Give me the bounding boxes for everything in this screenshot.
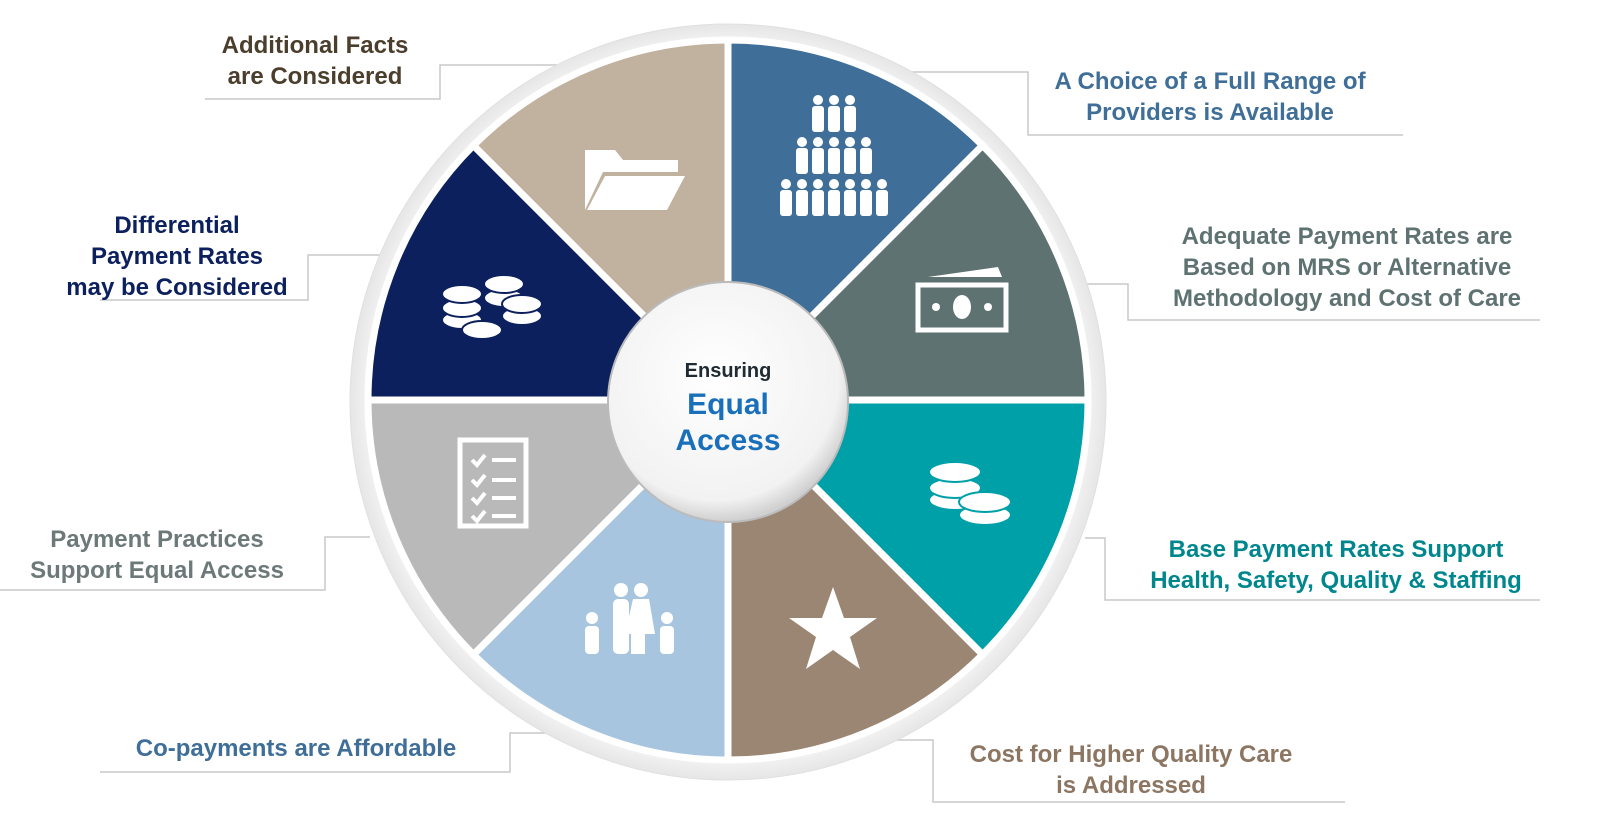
label-additional-facts: Additional Facts are Considered — [222, 30, 409, 92]
star-icon — [789, 587, 877, 669]
label-line: may be Considered — [66, 274, 288, 301]
label-line: Health, Safety, Quality & Staffing — [1150, 567, 1522, 594]
label-line: Adequate Payment Rates are — [1181, 223, 1513, 250]
connector-differential — [100, 254, 385, 301]
label-line: Based on MRS or Alternative — [1182, 254, 1512, 281]
center-title: Ensuring Equal Access — [675, 360, 780, 459]
label-line: Base Payment Rates Support — [1168, 536, 1504, 563]
checklist-icon — [457, 437, 529, 529]
label-line: is Addressed — [1056, 772, 1206, 799]
center-line3: Access — [675, 424, 781, 457]
label-line: Payment Rates — [90, 243, 264, 270]
center-line2: Equal — [687, 388, 769, 421]
money-bill-icon — [915, 267, 1009, 333]
label-line: Payment Practices — [50, 526, 264, 553]
label-line: Support Equal Access — [30, 557, 284, 584]
label-line: A Choice of a Full Range of — [1054, 68, 1366, 95]
label-choice-of-providers: A Choice of a Full Range of Providers is … — [1054, 66, 1365, 128]
label-line: Differential — [114, 212, 240, 239]
label-line: Co-payments are Affordable — [135, 735, 457, 762]
label-co-payments: Co-payments are Affordable — [136, 733, 457, 764]
connector-lines — [0, 64, 1540, 803]
connector-cost — [895, 739, 1345, 803]
connector-copay — [100, 732, 560, 773]
icons — [441, 95, 1012, 669]
people-pyramid-icon — [780, 95, 888, 216]
connector-additional — [205, 64, 585, 100]
label-cost-higher-quality: Cost for Higher Quality Care is Addressed — [970, 739, 1293, 801]
connector-adequate — [1080, 283, 1540, 321]
label-line: Additional Facts — [221, 32, 409, 59]
label-line: Cost for Higher Quality Care — [969, 741, 1293, 768]
center-line1: Ensuring — [684, 360, 772, 382]
connector-choice — [870, 71, 1403, 136]
label-line: Methodology and Cost of Care — [1173, 285, 1521, 312]
family-icon — [585, 583, 674, 654]
coins-icon — [928, 461, 1012, 526]
center-hub — [607, 281, 849, 523]
label-line: are Considered — [227, 63, 403, 90]
coins-icon — [441, 274, 543, 340]
folder-icon — [585, 150, 685, 210]
label-line: Providers is Available — [1086, 99, 1334, 126]
connector-base — [1085, 537, 1540, 601]
connector-practices — [0, 536, 370, 591]
